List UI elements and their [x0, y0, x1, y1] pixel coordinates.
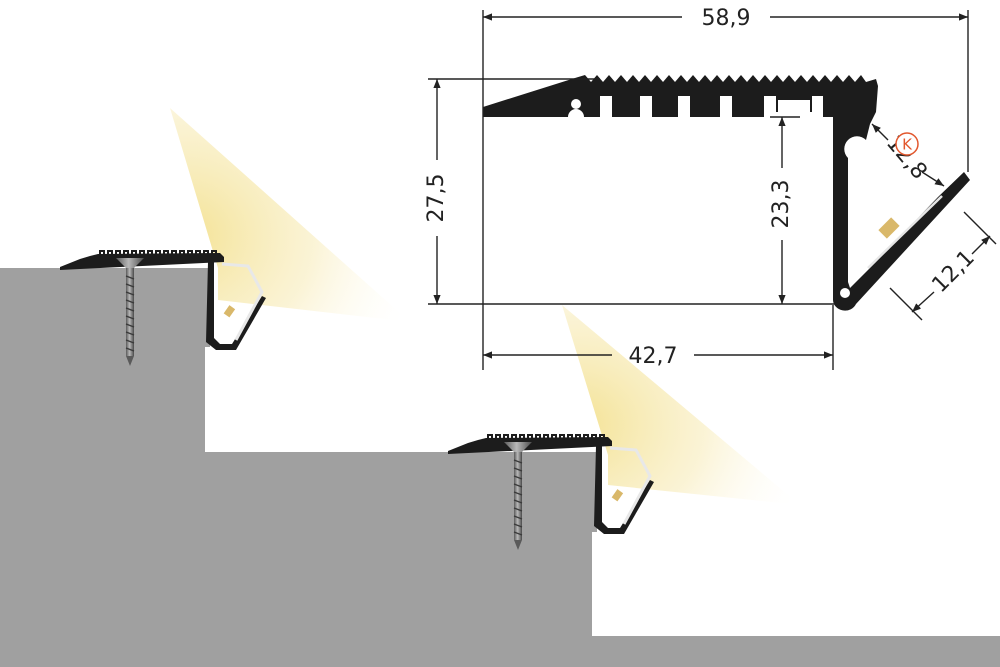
riser-profile-upper: [206, 262, 266, 350]
marker-letter: K: [902, 136, 913, 154]
stair-wall: [0, 268, 1000, 667]
step-profile-upper: [60, 250, 266, 366]
dimension-lines: [428, 10, 997, 370]
profile-cross-section: [483, 75, 970, 311]
dim-overall-height: 27,5: [424, 174, 449, 223]
dim-inner-width: 42,7: [629, 344, 678, 369]
marker-badge: K: [895, 132, 919, 156]
step-profile-lower: [448, 434, 654, 550]
tread-profile-lower: [448, 437, 612, 454]
led-strip-icon: [223, 305, 236, 318]
dim-inner-height: 23,3: [769, 180, 794, 229]
cross-section-slot: [778, 100, 810, 112]
diffuser-upper: [221, 262, 264, 341]
light-beam-upper: [170, 108, 410, 322]
tread-teeth-lower: [487, 434, 605, 438]
cross-section-tread: [483, 75, 970, 311]
cross-section-channel: [853, 142, 863, 152]
led-strip-icon: [878, 217, 900, 239]
countersunk-screw-icon: [504, 442, 532, 550]
cross-section-channel: [840, 288, 850, 298]
countersunk-screw-icon: [116, 258, 144, 366]
dim-overall-width: 58,9: [702, 6, 751, 31]
light-beam-lower: [562, 305, 800, 505]
cross-section-channel: [571, 99, 581, 109]
cross-section-diffuser: [867, 195, 943, 269]
riser-profile-lower: [594, 446, 654, 534]
led-strip-icon: [611, 489, 624, 502]
tread-teeth-upper: [99, 250, 217, 254]
tread-profile-upper: [60, 253, 224, 270]
diffuser-lower: [609, 446, 652, 525]
